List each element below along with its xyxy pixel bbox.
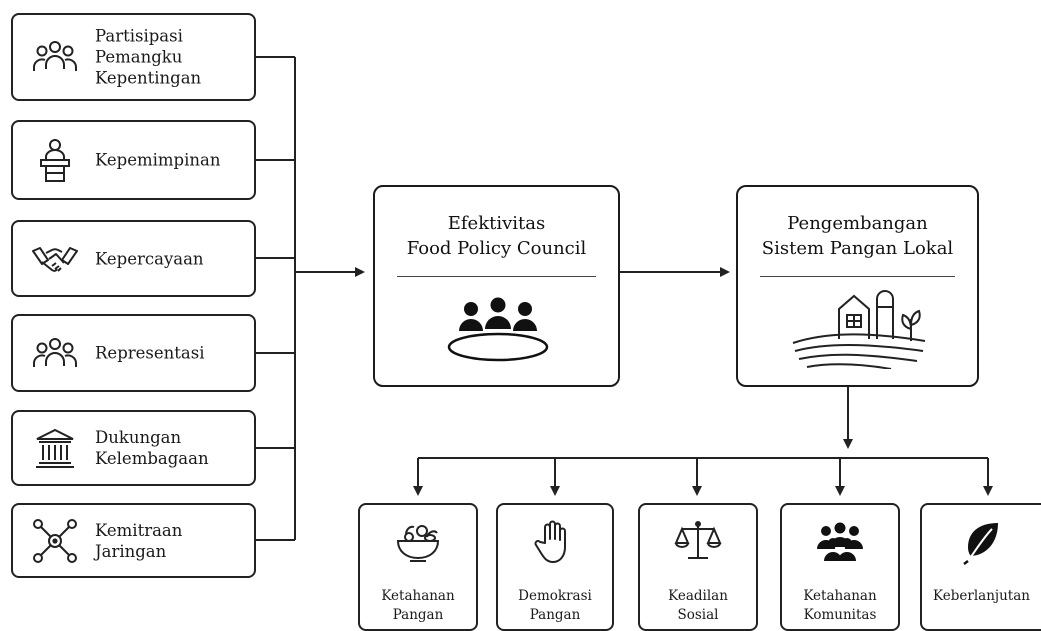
factor-box-stakeholder-participation: Partisipasi Pemangku Kepentingan (11, 13, 256, 101)
farm-icon (792, 290, 926, 369)
community-icon (817, 522, 863, 561)
outcome-box-sustainability: Keberlanjutan (920, 503, 1041, 631)
outcome-label: Ketahanan Komunitas (803, 588, 877, 623)
handshake-icon (32, 246, 78, 272)
factor-label: Partisipasi Pemangku Kepentingan (95, 26, 202, 88)
local-food-system-box: Pengembangan Sistem Pangan Lokal (736, 185, 979, 387)
factor-label: Kepercayaan (95, 249, 204, 268)
food-bowl-icon (396, 525, 440, 562)
factor-box-institutional-support: Dukungan Kelembagaan (11, 410, 256, 486)
network-icon (33, 518, 77, 563)
factor-box-trust: Kepercayaan (11, 220, 256, 297)
factor-box-representation: Representasi (11, 314, 256, 392)
people-icon (33, 338, 77, 367)
factor-label: Dukungan Kelembagaan (95, 428, 209, 468)
institution-building-icon (36, 428, 74, 468)
factor-label: Kemitraan Jaringan (95, 520, 183, 561)
divider (760, 276, 955, 277)
leaf-icon (962, 523, 998, 565)
raised-hand-icon (534, 520, 566, 563)
local-food-system-title: Pengembangan Sistem Pangan Lokal (761, 213, 954, 259)
people-group-icon (33, 41, 77, 71)
divider (397, 276, 596, 277)
leader-podium-icon (40, 139, 70, 182)
meeting-table-icon (447, 297, 549, 362)
scales-icon (674, 521, 722, 559)
factor-label: Kepemimpinan (95, 150, 221, 170)
outcome-label: Ketahanan Pangan (381, 588, 455, 623)
outcome-label: Keadilan Sosial (668, 588, 728, 623)
outcome-box-food-democracy: Demokrasi Pangan (496, 503, 614, 631)
factor-box-leadership: Kepemimpinan (11, 120, 256, 200)
outcome-label: Demokrasi Pangan (518, 588, 592, 623)
factor-box-network-partnership: Kemitraan Jaringan (11, 503, 256, 578)
factor-label: Representasi (95, 343, 205, 363)
outcome-box-food-security: Ketahanan Pangan (358, 503, 478, 631)
fpc-effectiveness-title: Efektivitas Food Policy Council (406, 213, 587, 259)
outcome-box-social-justice: Keadilan Sosial (638, 503, 758, 631)
outcome-box-community-resilience: Ketahanan Komunitas (780, 503, 900, 631)
outcome-label: Keberlanjutan (933, 588, 1030, 604)
fpc-effectiveness-box: Efektivitas Food Policy Council (373, 185, 620, 387)
